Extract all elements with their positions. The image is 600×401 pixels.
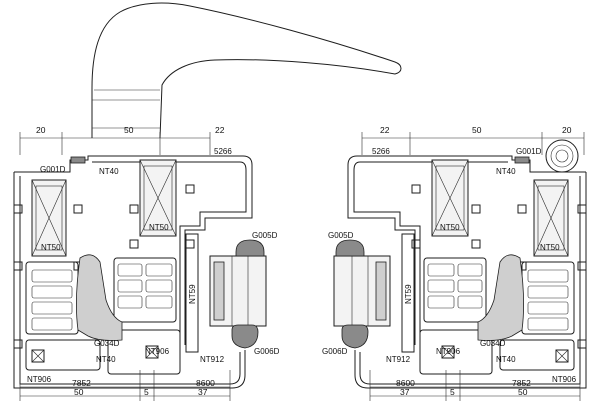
right-gasket-g001d	[514, 156, 530, 164]
right-dim-7852: 7852	[512, 378, 531, 388]
left-label-nt906-a: NT906	[145, 347, 170, 356]
left-label-nt40-top: NT40	[99, 167, 119, 176]
right-dim-50b: 50	[518, 387, 528, 397]
left-label-nt50-b: NT50	[149, 223, 169, 232]
right-label-nt912: NT912	[386, 355, 411, 364]
right-label-g005d: G005D	[328, 231, 354, 240]
right-label-g006d: G006D	[322, 347, 348, 356]
left-gasket-g005d	[235, 239, 265, 257]
left-clips	[13, 184, 195, 349]
left-section: 20 50 22	[13, 2, 402, 401]
right-label-g001d: G001D	[516, 147, 542, 156]
left-gasket-g001d	[70, 156, 86, 164]
handle-outline	[91, 2, 402, 139]
right-label-nt59: NT59	[404, 284, 413, 304]
right-dim-top: 22 50 20	[361, 125, 585, 155]
right-dim-20: 20	[562, 125, 572, 135]
left-bottom-squares	[31, 345, 159, 363]
right-dim-50: 50	[472, 125, 482, 135]
right-dim-5: 5	[450, 387, 455, 397]
left-label-g034d: G034D	[94, 339, 120, 348]
left-dim-top: 20 50 22	[19, 125, 225, 155]
right-knob	[545, 139, 579, 173]
right-glass-unit	[333, 255, 391, 327]
left-label-nt906-b: NT906	[27, 375, 52, 384]
left-label-g005d: G005D	[252, 231, 278, 240]
right-label-nt906-a: NT906	[436, 347, 461, 356]
right-nt59-bar	[401, 233, 415, 353]
right-label-nt50-b: NT50	[440, 223, 460, 232]
right-gasket-g006d	[341, 324, 369, 349]
left-dim-5: 5	[144, 387, 149, 397]
left-chambers	[25, 257, 181, 375]
left-dim-50: 50	[124, 125, 134, 135]
right-labels: 5266 G001D NT40 G005D NT50 NT50 NT59 G00…	[322, 147, 577, 384]
right-dim-37: 37	[400, 387, 410, 397]
right-dim-22: 22	[380, 125, 390, 135]
left-label-nt50-a: NT50	[41, 243, 61, 252]
right-label-nt906-b: NT906	[552, 375, 577, 384]
left-dim-20: 20	[36, 125, 46, 135]
right-dim-8600: 8600	[396, 378, 415, 388]
left-label-nt40-bot: NT40	[96, 355, 116, 364]
left-dim-8600: 8600	[196, 378, 215, 388]
left-labels: G001D NT40 5266 NT50 NT50 G005D NT59 G03…	[27, 147, 280, 384]
left-dim-22: 22	[215, 125, 225, 135]
left-label-nt59: NT59	[188, 284, 197, 304]
right-label-g034d: G034D	[480, 339, 506, 348]
right-dim-bottom: 8600 5 7852 37 50	[369, 370, 581, 401]
left-outer-frame	[13, 155, 253, 389]
right-section: 22 50 20	[322, 125, 587, 401]
left-dim-50b: 50	[74, 387, 84, 397]
left-dim-bottom: 7852 50 5 8600 37	[19, 370, 231, 401]
left-label-nt912: NT912	[200, 355, 225, 364]
left-glass-unit	[209, 255, 267, 327]
left-label-5266: 5266	[214, 147, 232, 156]
left-dim-37: 37	[198, 387, 208, 397]
right-insulation-g034d	[477, 254, 524, 341]
right-label-5266: 5266	[372, 147, 390, 156]
left-dim-7852: 7852	[72, 378, 91, 388]
left-gasket-g006d	[231, 324, 259, 349]
right-label-nt50-a: NT50	[540, 243, 560, 252]
right-outer-frame	[347, 155, 587, 389]
right-label-nt40-bot: NT40	[496, 355, 516, 364]
right-bottom-squares	[441, 345, 569, 363]
left-label-g001d: G001D	[40, 165, 66, 174]
right-gasket-g005d	[335, 239, 365, 257]
left-nt59-bar	[185, 233, 199, 353]
left-label-g006d: G006D	[254, 347, 280, 356]
left-insulation-g034d	[76, 254, 123, 341]
right-label-nt40-top: NT40	[496, 167, 516, 176]
